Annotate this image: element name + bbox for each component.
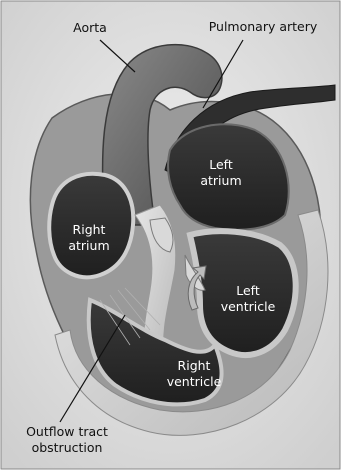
right-atrium-label-line1: Right	[54, 222, 124, 237]
pulmonary-artery-label: Pulmonary artery	[197, 19, 329, 34]
right-ventricle-label-line2: ventricle	[154, 374, 234, 389]
right-ventricle-label-line1: Right	[154, 358, 234, 373]
outflow-label-line2: obstruction	[12, 440, 122, 455]
left-ventricle-label-line1: Left	[208, 283, 288, 298]
outflow-label-line1: Outflow tract	[12, 424, 122, 439]
left-atrium-label-line1: Left	[186, 157, 256, 172]
left-atrium-label-line2: atrium	[186, 173, 256, 188]
right-atrium-label-line2: atrium	[54, 238, 124, 253]
aorta-label: Aorta	[60, 20, 120, 35]
left-ventricle-label-line2: ventricle	[208, 299, 288, 314]
